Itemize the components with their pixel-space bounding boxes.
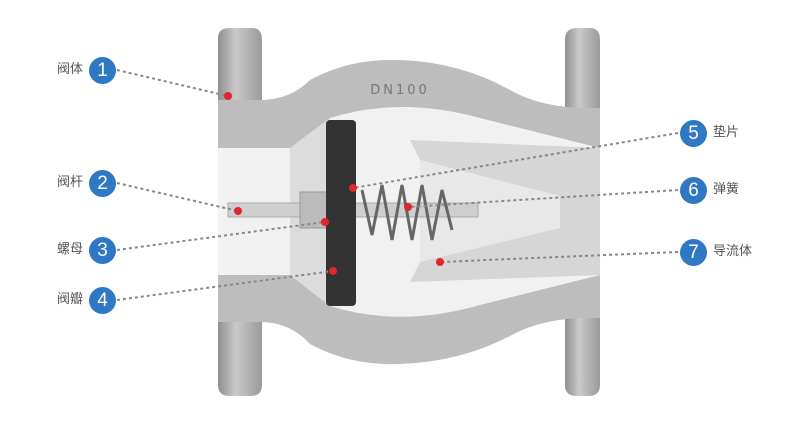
label-gasket: 垫片 bbox=[713, 125, 740, 140]
label-guide-body: 导流体 bbox=[713, 244, 753, 259]
label-valve-disc: 阀瓣 bbox=[57, 292, 84, 307]
badge-6: 6 bbox=[680, 177, 707, 204]
pointer-dots bbox=[224, 92, 444, 275]
body-marking: DN100 bbox=[370, 83, 430, 98]
badge-2: 2 bbox=[89, 170, 116, 197]
badge-4: 4 bbox=[89, 287, 116, 314]
leader-lines bbox=[116, 69, 679, 301]
badge-3: 3 bbox=[89, 237, 116, 264]
badge-7: 7 bbox=[680, 239, 707, 266]
badge-1: 1 bbox=[89, 57, 116, 84]
label-valve-stem: 阀杆 bbox=[57, 175, 84, 190]
valve-disc bbox=[326, 120, 356, 306]
badge-5: 5 bbox=[680, 120, 707, 147]
label-spring: 弹簧 bbox=[713, 182, 740, 197]
label-nut: 螺母 bbox=[57, 242, 84, 257]
label-valve-body: 阀体 bbox=[57, 62, 84, 77]
spring bbox=[360, 184, 454, 241]
